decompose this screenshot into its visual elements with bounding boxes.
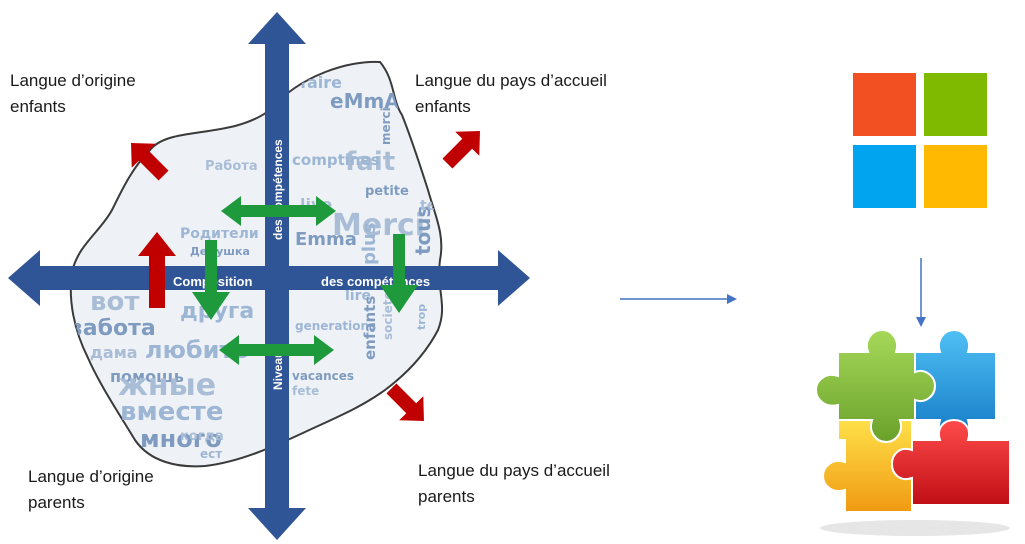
word-cloud-word: enfants (361, 296, 379, 360)
connector-arrow-down (916, 258, 926, 327)
word-cloud-word: Родители (180, 226, 259, 242)
word-cloud-word: много (140, 425, 222, 453)
word-cloud-word: fete (292, 384, 319, 398)
word-cloud-word: Работа (205, 159, 258, 174)
word-cloud-word: жные (118, 368, 216, 403)
label-langue-pays-accueil-parents: Langue du pays d’accueil parents (418, 458, 610, 510)
word-cloud-word: societe (381, 291, 395, 340)
word-cloud-word: когда (180, 429, 224, 444)
word-cloud-word: tous (411, 206, 435, 255)
green-arrow-down-right (380, 234, 418, 313)
label-line: parents (28, 493, 85, 512)
red-arrow-up-right (442, 131, 480, 169)
microsoft-windows-logo-icon (853, 73, 987, 208)
label-line: Langue d’origine (10, 71, 136, 90)
label-line: parents (418, 487, 475, 506)
green-double-arrow-top (221, 196, 336, 226)
puzzle-piece-green (814, 328, 937, 444)
label-line: enfants (10, 97, 66, 116)
word-cloud-word: вместе (120, 397, 223, 427)
puzzle-piece-red (890, 418, 1011, 506)
axis-label-niveau: Niveau (271, 351, 285, 390)
word-cloud-word: Merci (332, 208, 425, 243)
word-cloud-word: Дедушка (190, 245, 250, 258)
label-line: Langue du pays d’accueil (418, 461, 610, 480)
word-cloud-word: comptines (292, 151, 380, 169)
label-line: Langue d’origine (28, 467, 154, 486)
word-cloud-word: temps (420, 198, 469, 214)
word-cloud-word: eMmA (330, 89, 400, 113)
word-cloud-word: дама (90, 343, 138, 362)
green-arrow-down-left (192, 240, 230, 320)
green-double-arrow-bottom (219, 335, 334, 365)
label-line: Langue du pays d’accueil (415, 71, 607, 90)
label-langue-origine-enfants: Langue d’origine enfants (10, 68, 136, 120)
word-cloud-word: lire (345, 288, 371, 304)
word-cloud-word: забота (70, 316, 156, 341)
label-line: enfants (415, 97, 471, 116)
word-cloud-word: merci (379, 107, 393, 145)
word-cloud-word: помощь (110, 367, 184, 386)
red-arrow-up-left (131, 143, 169, 181)
word-cloud-word: trop (415, 304, 428, 330)
word-cloud-word: vacances (292, 369, 354, 383)
connector-arrow-right (620, 294, 737, 304)
word-cloud-word: generations (295, 319, 376, 333)
label-langue-origine-parents: Langue d’origine parents (28, 464, 154, 516)
word-cloud-word: вот (90, 287, 139, 317)
word-cloud-word: fait (345, 147, 395, 177)
word-cloud-word: petite (365, 184, 409, 199)
red-arrow-up (138, 232, 176, 308)
word-cloud-word: Emma (295, 229, 357, 250)
puzzle-icon (814, 328, 1011, 536)
red-arrow-down-right (386, 383, 424, 421)
label-langue-pays-accueil-enfants: Langue du pays d’accueil enfants (415, 68, 607, 120)
word-cloud-word: ест (200, 447, 222, 461)
axis-label-des-competences-vertical: des compétences (271, 139, 285, 240)
horizontal-axis-arrow (8, 250, 530, 306)
word-cloud-word: plus (359, 222, 380, 265)
word-cloud-outline (69, 60, 444, 468)
